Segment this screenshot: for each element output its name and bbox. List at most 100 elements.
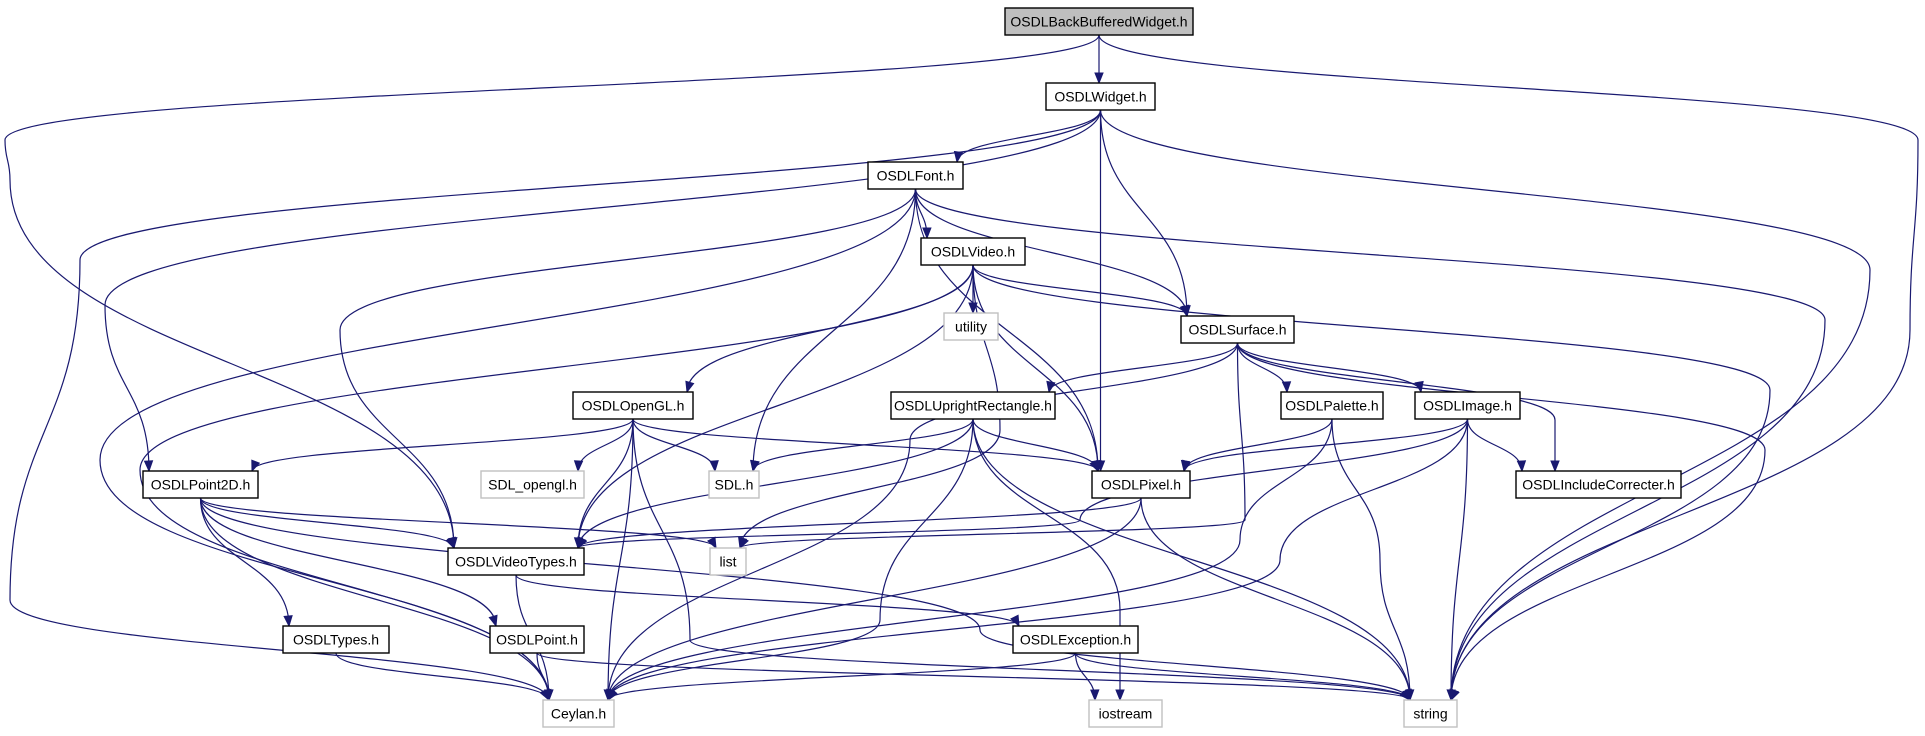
arrowhead-pixel-to-videotypes [577, 536, 588, 550]
node-surface[interactable]: OSDLSurface.h [1180, 315, 1295, 344]
edge-root-to-string [1098, 34, 1919, 701]
arrowhead-image-to-includecorr [1516, 460, 1527, 473]
edge-exception-to-ceylan [607, 652, 1077, 701]
node-label-videotypes: OSDLVideoTypes.h [455, 554, 577, 570]
node-point2d[interactable]: OSDLPoint2D.h [142, 470, 259, 499]
arrowhead-exception-to-string [1402, 688, 1412, 702]
node-label-ceylan: Ceylan.h [551, 706, 606, 722]
edge-videotypes-to-exception [515, 574, 1020, 627]
node-string: string [1403, 699, 1458, 728]
node-includecorr[interactable]: OSDLIncludeCorrecter.h [1515, 470, 1682, 499]
node-exception[interactable]: OSDLException.h [1012, 625, 1139, 654]
node-point[interactable]: OSDLPoint.h [489, 625, 585, 654]
edge-widget-to-string [1099, 109, 1871, 701]
node-font[interactable]: OSDLFont.h [867, 161, 964, 190]
edge-widget-to-font [956, 109, 1102, 163]
edge-font-to-videotypes [339, 188, 917, 549]
node-label-point: OSDLPoint.h [496, 632, 578, 648]
arrowhead-point2d-to-types [283, 615, 293, 628]
edge-widget-to-ceylan [9, 109, 1102, 701]
edge-exception-to-string [1074, 652, 1411, 701]
node-label-video: OSDLVideo.h [931, 244, 1015, 260]
arrowhead-opengl-to-sdl [709, 460, 719, 473]
edge-font-to-string [914, 188, 1826, 701]
edge-surface-to-list [739, 342, 1246, 549]
node-videotypes[interactable]: OSDLVideoTypes.h [447, 547, 585, 576]
node-box-upright [890, 391, 1056, 420]
node-image[interactable]: OSDLImage.h [1414, 391, 1521, 420]
node-box-surface [1180, 315, 1295, 344]
edges-layer [4, 34, 1919, 702]
edge-upright-to-videotypes [577, 418, 974, 549]
node-upright[interactable]: OSDLUprightRectangle.h [890, 391, 1056, 420]
arrowhead-opengl-to-point2d [251, 459, 261, 473]
node-label-utility: utility [955, 319, 987, 335]
edge-surface-to-string [1236, 342, 1766, 701]
edge-opengl-to-ceylan [607, 418, 634, 701]
node-label-sdl: SDL.h [715, 477, 754, 493]
node-box-palette [1280, 391, 1384, 420]
node-sdlopengl: SDL_opengl.h [480, 470, 585, 499]
edge-video-to-pixel [972, 264, 1099, 472]
node-label-exception: OSDLException.h [1020, 632, 1131, 648]
edge-video-to-ceylan [139, 264, 974, 701]
edge-upright-to-string [972, 418, 1411, 701]
arrowhead-image-to-pixel [1182, 459, 1192, 473]
edge-opengl-to-point2d [251, 418, 634, 472]
node-box-utility [943, 312, 999, 341]
edge-point2d-to-ceylan [199, 497, 550, 701]
node-box-includecorr [1515, 470, 1682, 499]
edge-pixel-to-videotypes [577, 497, 1142, 549]
nodes-layer: OSDLBackBufferedWidget.hOSDLWidget.hOSDL… [142, 7, 1682, 728]
arrowhead-video-to-surface [1180, 304, 1190, 318]
node-label-widget: OSDLWidget.h [1054, 89, 1146, 105]
arrowhead-image-to-string [1446, 689, 1456, 702]
node-palette[interactable]: OSDLPalette.h [1280, 391, 1384, 420]
node-box-sdl [708, 470, 760, 499]
edge-video-to-string [972, 264, 1771, 701]
node-sdl: SDL.h [708, 470, 760, 499]
node-box-font [867, 161, 964, 190]
node-pixel[interactable]: OSDLPixel.h [1091, 470, 1191, 499]
edge-upright-to-pixel [972, 418, 1099, 472]
edge-image-to-includecorr [1466, 418, 1523, 472]
node-label-point2d: OSDLPoint2D.h [151, 477, 251, 493]
node-box-opengl [572, 391, 694, 420]
edge-video-to-surface [972, 264, 1188, 317]
node-box-root [1004, 7, 1194, 36]
node-label-root: OSDLBackBufferedWidget.h [1010, 14, 1187, 30]
edge-pixel-to-string [1140, 497, 1411, 701]
node-box-pixel [1091, 470, 1191, 499]
edge-upright-to-sdl [752, 418, 974, 472]
node-box-sdlopengl [480, 470, 585, 499]
node-widget[interactable]: OSDLWidget.h [1045, 82, 1156, 111]
node-label-font: OSDLFont.h [877, 168, 955, 184]
edge-upright-to-ceylan [607, 418, 974, 701]
arrowhead-video-to-utility [968, 302, 978, 315]
edge-font-to-surface [914, 188, 1188, 317]
node-box-point [489, 625, 585, 654]
node-box-exception [1012, 625, 1139, 654]
node-root[interactable]: OSDLBackBufferedWidget.h [1004, 7, 1194, 36]
edge-opengl-to-string [632, 418, 1411, 701]
edge-font-to-pixel [914, 188, 1099, 472]
arrowhead-exception-to-ceylan [607, 688, 617, 702]
edge-widget-to-surface [1099, 109, 1188, 317]
node-opengl[interactable]: OSDLOpenGL.h [572, 391, 694, 420]
edge-image-to-string [1450, 418, 1469, 701]
node-box-videotypes [447, 547, 585, 576]
node-label-list: list [719, 554, 736, 570]
edge-image-to-pixel [1183, 418, 1469, 472]
node-box-iostream [1088, 699, 1163, 728]
edge-image-to-ceylan [607, 418, 1469, 701]
node-video[interactable]: OSDLVideo.h [920, 237, 1026, 266]
arrowhead-upright-to-pixel [1091, 459, 1102, 473]
edge-widget-to-point2d [104, 109, 1102, 472]
edge-point-to-string [536, 652, 1411, 701]
edge-palette-to-pixel [1183, 418, 1333, 472]
arrowhead-widget-to-point2d [143, 460, 154, 473]
arrowhead-point2d-to-point [488, 614, 498, 628]
node-utility: utility [943, 312, 999, 341]
node-types[interactable]: OSDLTypes.h [282, 625, 390, 654]
edge-pixel-to-ceylan [607, 497, 1142, 701]
